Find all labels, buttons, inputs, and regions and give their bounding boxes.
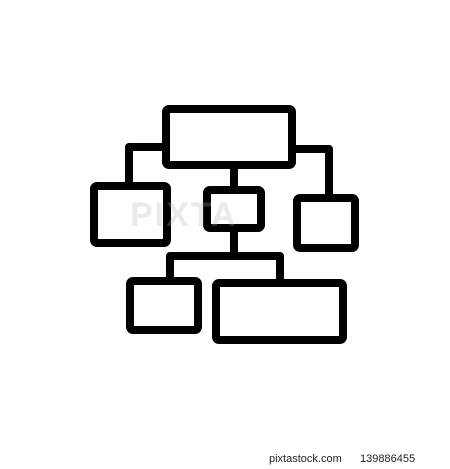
connector-top-right — [288, 145, 333, 202]
connector-top-left — [125, 143, 170, 190]
footer-image-id: 139886455 — [360, 453, 416, 465]
footer-brand-text: pixtastock.com — [269, 453, 342, 465]
left-node-box — [90, 182, 171, 247]
footer-bar — [0, 446, 450, 469]
connector-branch — [166, 252, 284, 287]
bottom-left-node-box — [126, 277, 202, 334]
bottom-right-node-box — [212, 279, 347, 344]
center-node-box — [203, 186, 265, 232]
right-node-box — [293, 194, 359, 252]
top-node-box — [162, 105, 296, 169]
